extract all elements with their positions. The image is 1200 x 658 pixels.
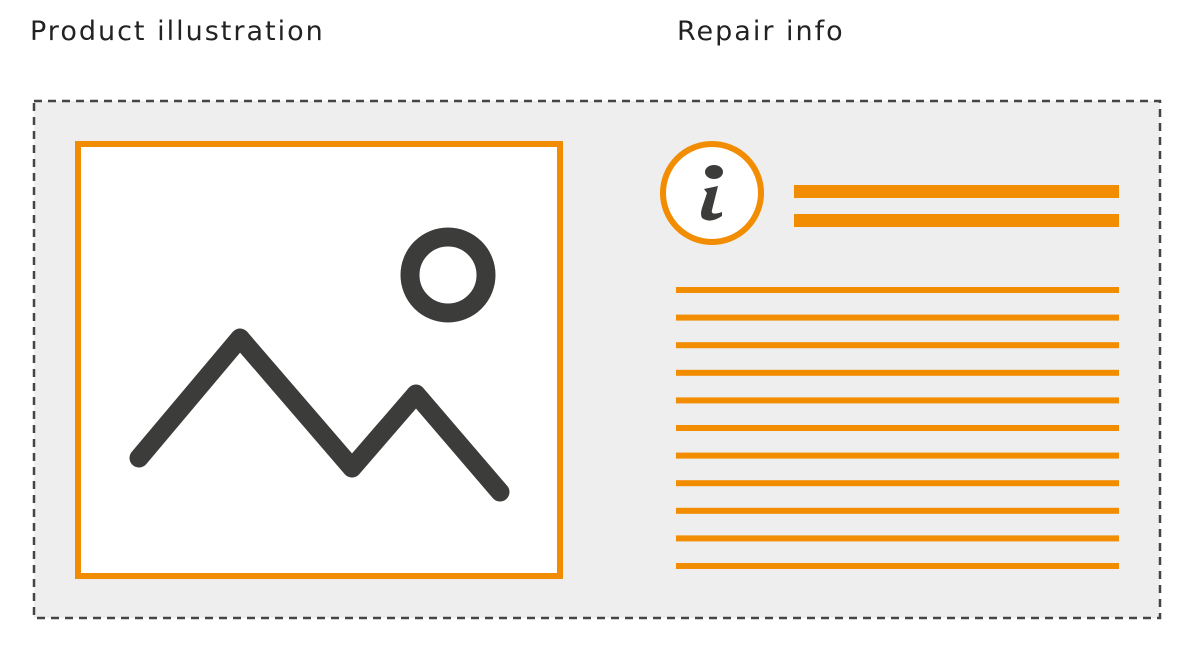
text-line — [676, 397, 1119, 404]
heading-placeholder-lines — [794, 185, 1119, 227]
text-line — [676, 314, 1119, 321]
text-line — [676, 507, 1119, 514]
text-line — [676, 535, 1119, 542]
text-line — [676, 369, 1119, 376]
text-line — [676, 563, 1119, 569]
text-line — [676, 425, 1119, 431]
heading-line — [794, 214, 1119, 227]
text-line — [676, 287, 1119, 293]
info-icon — [660, 141, 764, 245]
product-illustration-label: Product illustration — [30, 16, 325, 47]
repair-info-label: Repair info — [677, 16, 845, 47]
text-placeholder-lines — [676, 287, 1119, 569]
text-line — [676, 480, 1119, 487]
text-line — [676, 342, 1119, 349]
text-line — [676, 452, 1119, 459]
image-placeholder-icon — [75, 141, 563, 579]
heading-line — [794, 185, 1119, 198]
